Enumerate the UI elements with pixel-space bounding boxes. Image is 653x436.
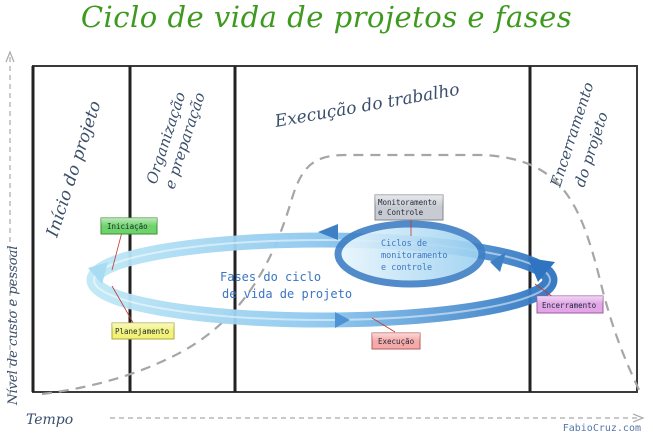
cycle-text-line1: Fases do ciclo (220, 270, 321, 284)
box-monitoramento-label-2: e Controle (378, 208, 424, 217)
monitoring-cycle (318, 220, 506, 288)
phase-labels: Início do projeto Organização e preparaç… (42, 80, 611, 241)
inner-text-line1: Ciclos de (381, 239, 427, 249)
box-iniciacao: Iniciação (100, 217, 158, 235)
box-encerramento: Encerramento (536, 295, 604, 314)
inner-arrow-right (490, 252, 506, 272)
diagram-title: Ciclo de vida de projetos e fases (80, 0, 573, 34)
cost-staffing-curve (41, 153, 641, 396)
inner-text-line2: monitoramento (381, 251, 448, 261)
ring-arrow-right (528, 258, 555, 282)
ring-arrow-left (88, 262, 108, 284)
y-axis-label: Nível de custo e pessoal (6, 246, 21, 406)
phase-label-inicio: Início do projeto (42, 98, 105, 240)
inner-arrow-top (318, 224, 338, 240)
credit-text: FabioCruz.com (562, 423, 641, 434)
box-encerramento-label: Encerramento (542, 301, 597, 310)
lifecycle-ring (86, 232, 558, 328)
x-axis-label: Tempo (26, 412, 73, 428)
box-planejamento-label: Planejamento (115, 327, 170, 336)
axes: Nível de custo e pessoal Tempo (5, 50, 645, 428)
box-execucao-label: Execução (378, 337, 415, 346)
box-execucao: Execução (371, 332, 421, 350)
box-monitoramento-label-1: Monitoramento (378, 198, 437, 207)
ring-arrow-bottom (335, 312, 350, 328)
box-iniciacao-label: Iniciação (107, 222, 148, 231)
box-planejamento: Planejamento (111, 322, 175, 340)
inner-text-line3: e controle (381, 263, 432, 273)
phase-label-execucao: Execução do trabalho (272, 80, 461, 132)
box-monitoramento: Monitoramento e Controle (374, 194, 444, 221)
cycle-text-line2: de vida de projeto (222, 287, 352, 301)
